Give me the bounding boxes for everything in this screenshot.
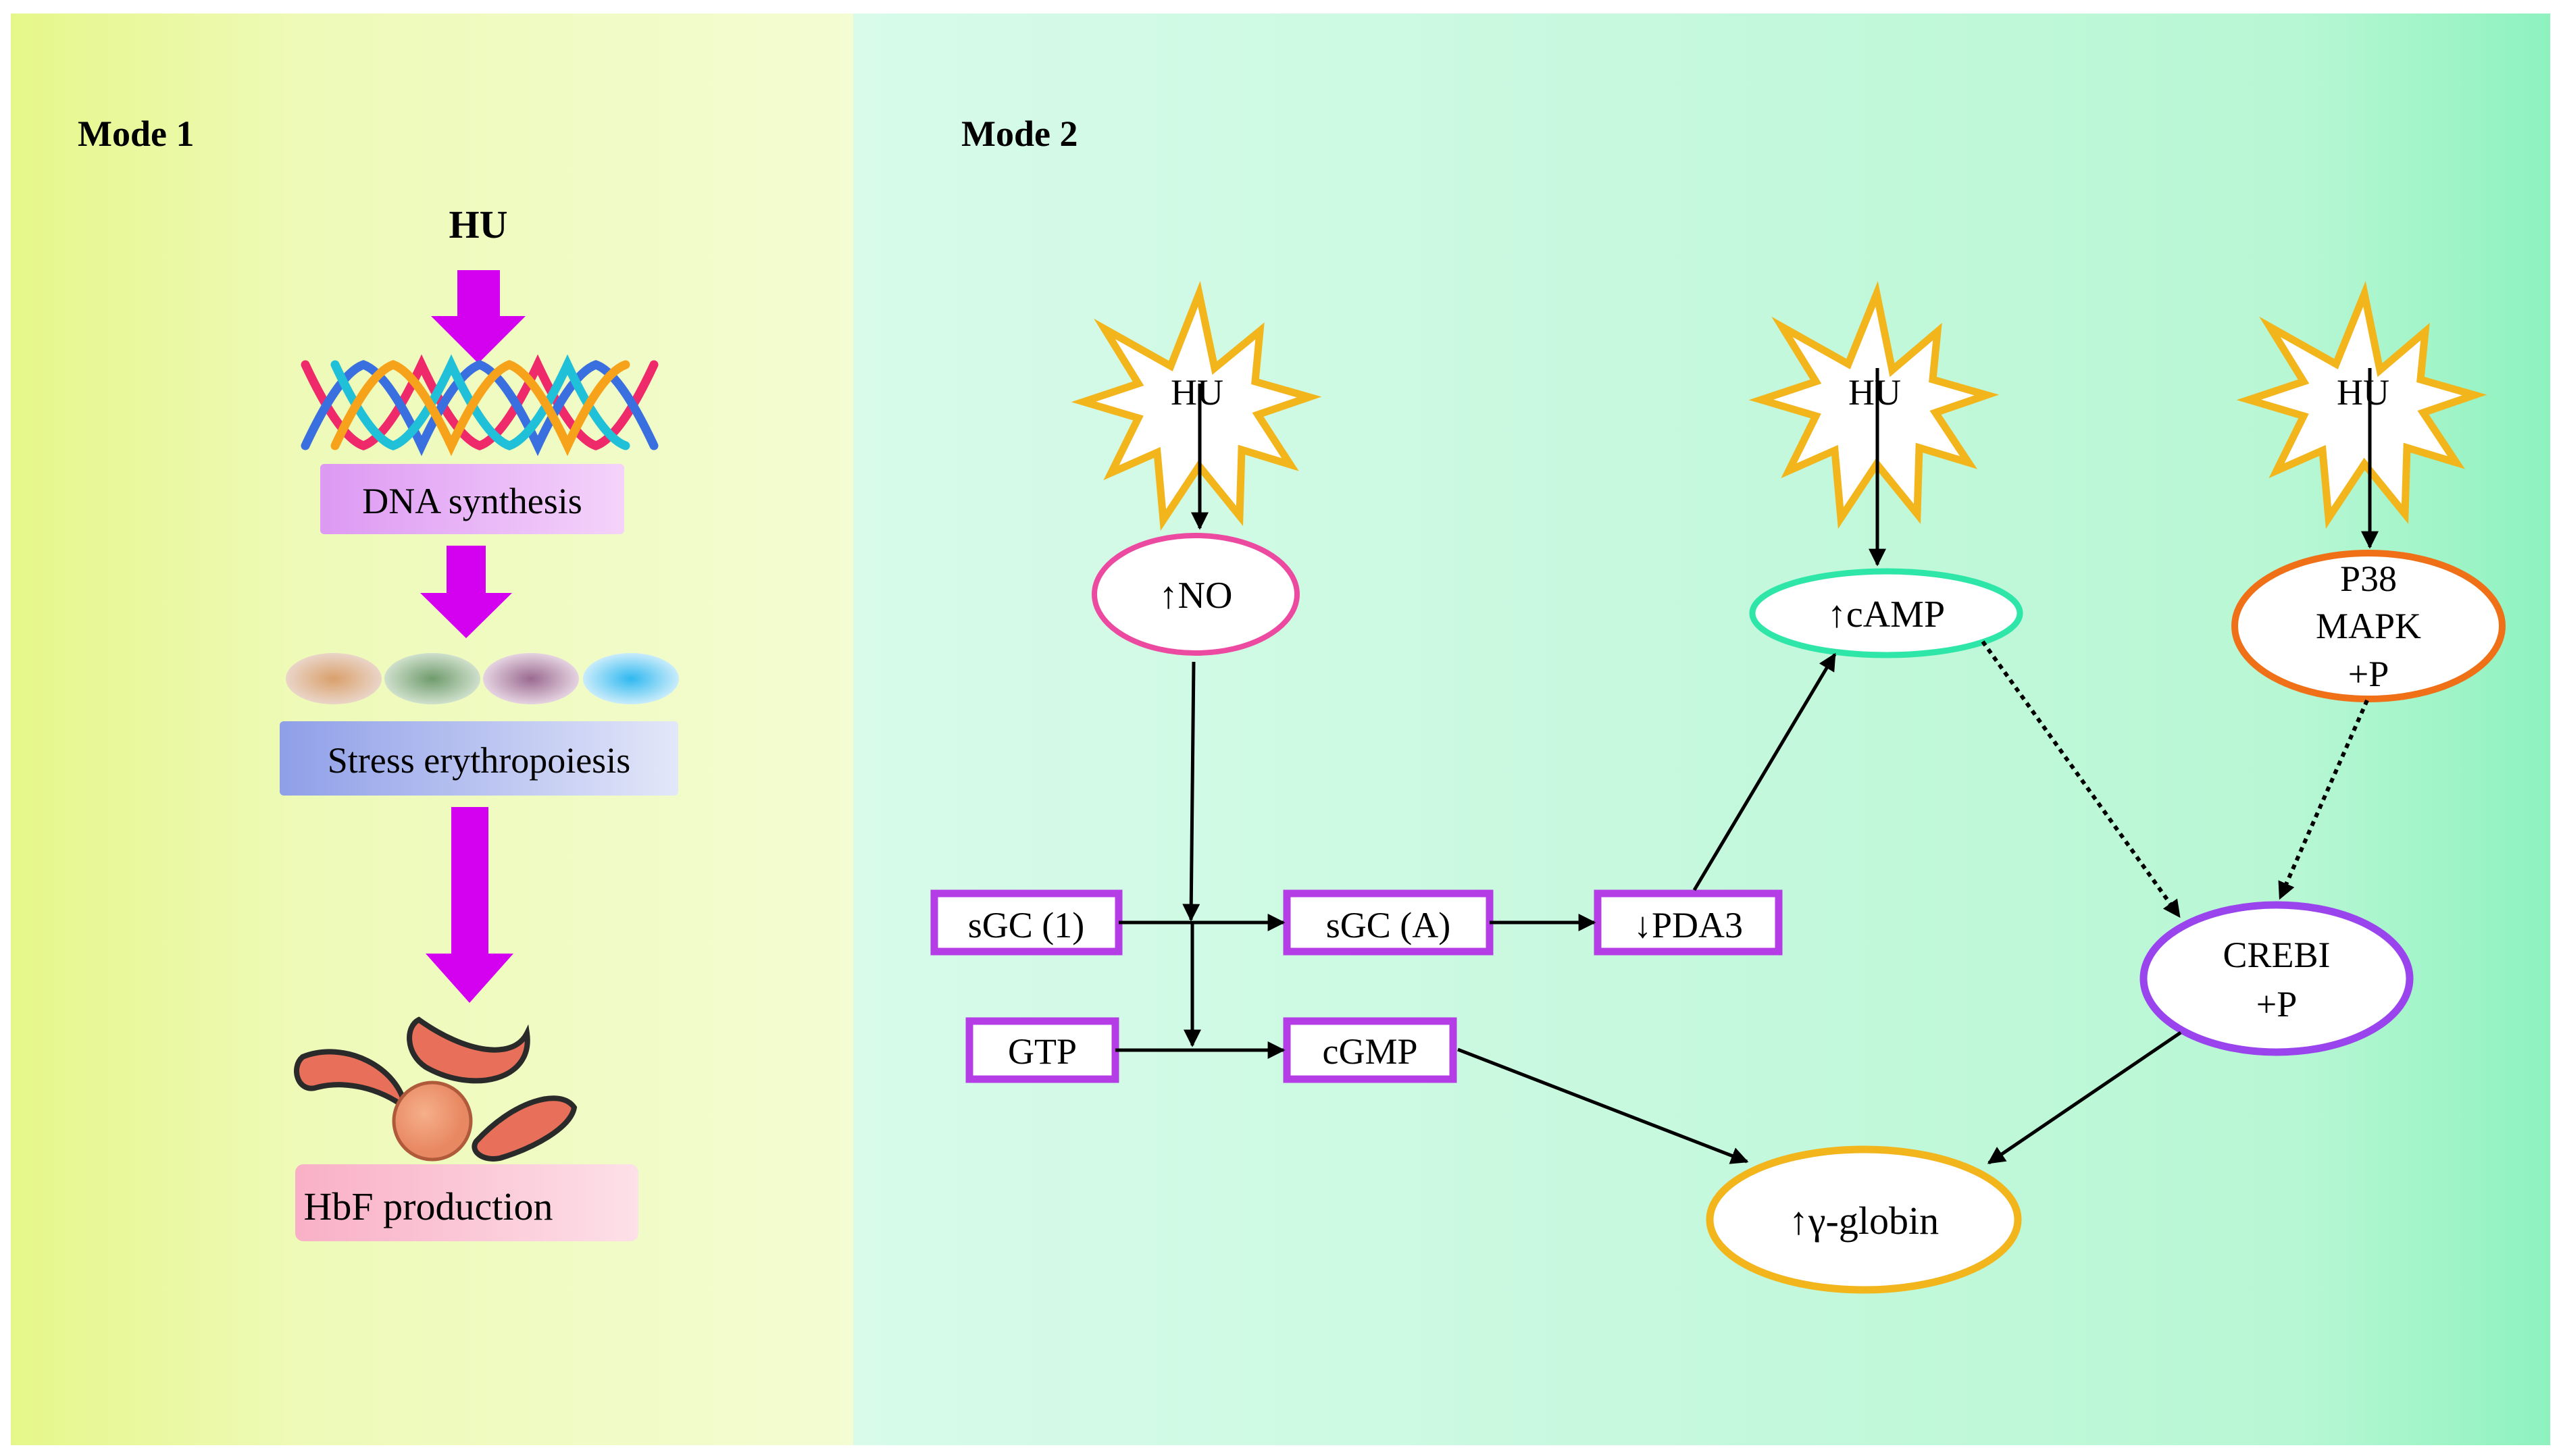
sgca-box: [1283, 889, 1494, 956]
hu-star-1-label: HU: [1171, 372, 1223, 413]
mode2-panel: [853, 14, 2550, 1445]
mode1-title: Mode 1: [78, 113, 194, 154]
pathway-arrows: [1115, 368, 2379, 1165]
arrow-cgmp-to-globin: [1457, 1047, 1749, 1164]
dotted-arrows: [1981, 640, 2369, 918]
mode1-hu-label: HU: [449, 203, 508, 246]
stress-erythropoiesis-box: [280, 721, 678, 796]
arrow-pda3-to-camp: [1692, 652, 1837, 891]
p38-line1: P38: [2340, 558, 2397, 599]
pda3-label: ↓PDA3: [1633, 905, 1743, 945]
arrow-no-down: [1182, 661, 1200, 922]
dna-synthesis-box: [320, 464, 624, 534]
dna-helix-icon: [301, 354, 659, 457]
sgc1-box: [930, 889, 1123, 956]
crebi-line1: CREBI: [2223, 935, 2330, 975]
hu-star-3-label: HU: [2337, 372, 2389, 413]
stress-erythropoiesis-label: Stress erythropoiesis: [328, 740, 630, 781]
cgmp-label: cGMP: [1322, 1031, 1417, 1072]
crebi-line2: +P: [2256, 984, 2298, 1024]
no-node-label: ↑NO: [1159, 575, 1233, 617]
cgmp-box: [1283, 1017, 1457, 1083]
hu-star-2-label: HU: [1848, 372, 1901, 413]
pda3-box: [1594, 889, 1783, 956]
gtp-label: GTP: [1008, 1031, 1077, 1072]
hbf-production-label: HbF production: [304, 1185, 553, 1228]
dna-synthesis-label: DNA synthesis: [362, 481, 582, 521]
hu-star-3: [2236, 280, 2487, 529]
arrow-crebi-to-globin: [1987, 1031, 2182, 1165]
red-blood-cells-icon: [294, 1016, 578, 1162]
mode1-arrow-dna-to-cells: [420, 546, 512, 638]
sgc1-label: sGC (1): [968, 905, 1085, 945]
p38-line3: +P: [2348, 654, 2389, 694]
gamma-globin-node: [1706, 1145, 2022, 1294]
mode1-arrow-hu-to-dna: [431, 270, 526, 363]
progenitor-cells-icon: [286, 653, 679, 704]
p38-line2: MAPK: [2316, 606, 2421, 646]
arrow-p38-to-crebi: [2278, 699, 2369, 900]
mode1-arrow-cells-to-hbf: [426, 807, 513, 1003]
no-node: [1092, 533, 1300, 656]
crebi-node: [2139, 901, 2414, 1056]
mode2-title: Mode 2: [961, 113, 1077, 154]
hbf-production-box: [295, 1164, 638, 1241]
camp-node: [1749, 568, 2023, 658]
p38-mapk-node: [2231, 550, 2506, 702]
gamma-globin-label: ↑γ-globin: [1789, 1199, 1939, 1243]
sgca-label: sGC (A): [1326, 905, 1451, 945]
camp-node-label: ↑cAMP: [1827, 594, 1945, 635]
